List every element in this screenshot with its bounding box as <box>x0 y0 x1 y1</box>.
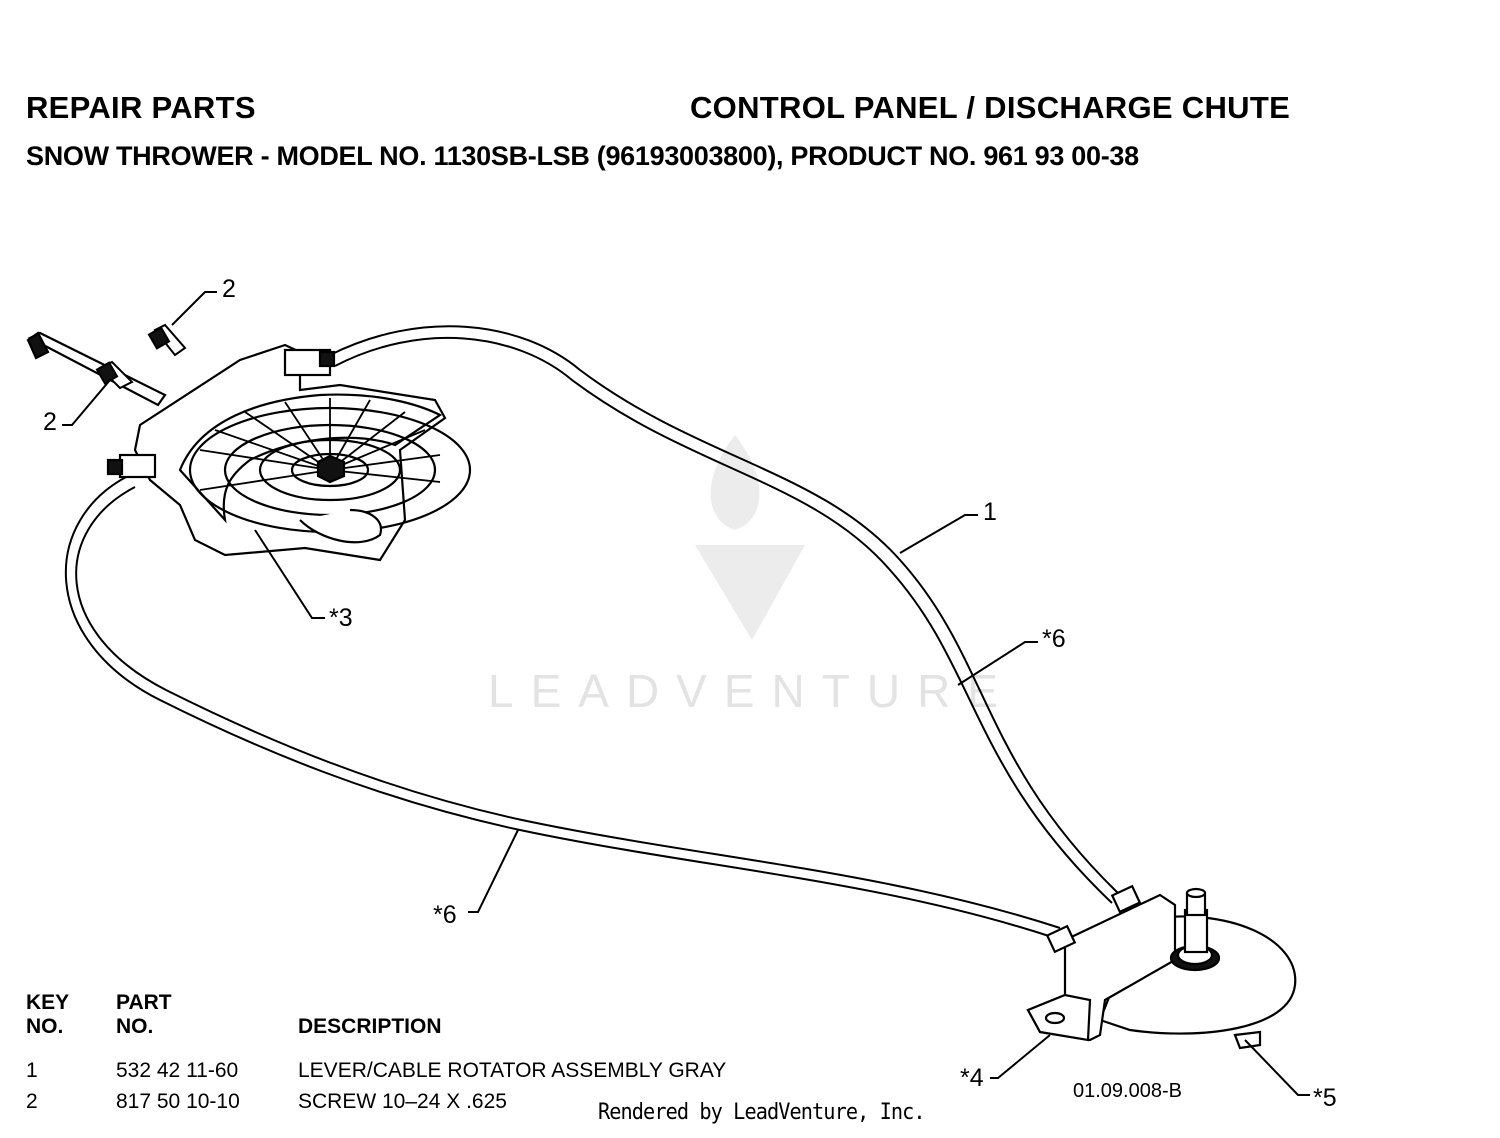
callout-4: *4 <box>960 1064 984 1092</box>
table-header-key-line1: KEY <box>26 991 70 1014</box>
subtitle-prefix: SNOW THROWER - MODEL NO. <box>26 141 434 171</box>
chute-rotator-assembly <box>1026 884 1297 1050</box>
table-header-part-line1: PART <box>116 991 172 1014</box>
callout-3: *3 <box>329 604 353 632</box>
table-header-key-line2: NO. <box>26 1015 64 1038</box>
callout-6-right: *6 <box>1042 625 1066 653</box>
page-title-right: CONTROL PANEL / DISCHARGE CHUTE <box>690 90 1291 125</box>
table-row-1-description: LEVER/CABLE ROTATOR ASSEMBLY GRAY <box>298 1059 727 1082</box>
callout-5: *5 <box>1313 1084 1337 1112</box>
table-row-2-description: SCREW 10–24 X .625 <box>298 1090 507 1113</box>
table-header-description: DESCRIPTION <box>298 1015 442 1038</box>
table-row-2-key: 2 <box>26 1090 38 1113</box>
table-row-1-key: 1 <box>26 1059 38 1082</box>
control-panel-assembly <box>26 331 472 562</box>
leadventure-logo-watermark <box>695 435 805 640</box>
callout-6-bottom: *6 <box>433 901 457 929</box>
table-row-2-part: 817 50 10-10 <box>116 1090 240 1113</box>
callout-2-left: 2 <box>43 408 57 436</box>
subtitle-model: 1130SB-LSB <box>433 141 590 171</box>
screw-part-2-top <box>147 323 187 357</box>
rendered-by-footer: Rendered by LeadVenture, Inc. <box>598 1100 926 1125</box>
watermark-text: LEADVENTURE <box>488 665 1015 717</box>
callout-leaders <box>62 291 1310 1096</box>
callout-2-top: 2 <box>222 275 236 303</box>
drawing-id: 01.09.008-B <box>1073 1080 1182 1102</box>
rotator-cable <box>64 325 1121 939</box>
subtitle-suffix: (96193003800), PRODUCT NO. 961 93 00-38 <box>589 141 1139 171</box>
table-header-key: KEY NO. <box>26 991 69 1039</box>
screw-part-2-left <box>95 360 134 390</box>
table-row-1-part: 532 42 11-60 <box>116 1059 239 1082</box>
callout-1: 1 <box>983 498 997 526</box>
table-header-part-line2: NO. <box>116 1015 154 1038</box>
page-subtitle: SNOW THROWER - MODEL NO. 1130SB-LSB (961… <box>26 141 1139 172</box>
table-header-part: PART NO. <box>116 991 172 1039</box>
page-title-left: REPAIR PARTS <box>26 90 256 125</box>
